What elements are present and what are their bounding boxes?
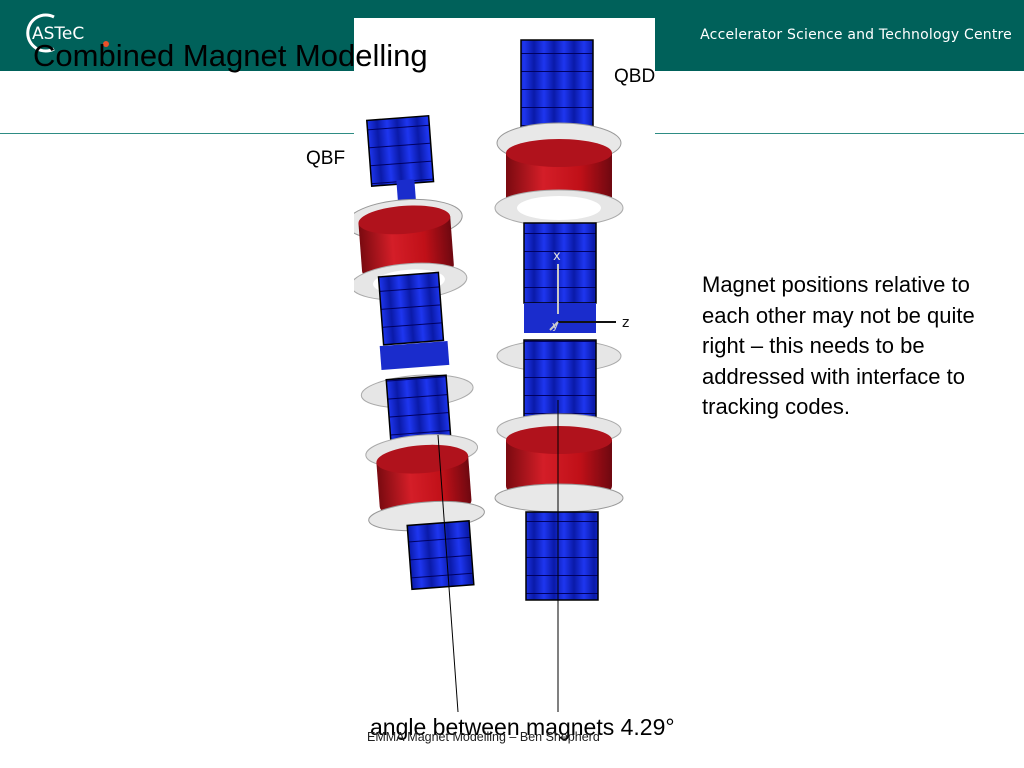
axis-triad: x z y xyxy=(549,249,629,332)
svg-text:ASTeC: ASTeC xyxy=(32,24,84,44)
slide-title: Combined Magnet Modelling xyxy=(33,38,428,73)
astec-logo: ASTeC xyxy=(26,13,109,53)
label-qbd: QBD xyxy=(614,66,656,87)
organization-name: Accelerator Science and Technology Centr… xyxy=(700,27,1012,43)
axis-x-label: x xyxy=(553,249,561,264)
magnet-model-figure: x z y xyxy=(345,18,655,618)
axis-z-label: z xyxy=(622,315,629,331)
slide-footer: EMMA Magnet Modelling – Ben Shepherd xyxy=(367,730,600,744)
description-text: Magnet positions relative to each other … xyxy=(702,272,975,419)
label-qbf: QBF xyxy=(306,148,346,169)
axis-y-label: y xyxy=(552,319,559,332)
angle-caption: angle between magnets 4.29° xyxy=(370,714,675,740)
